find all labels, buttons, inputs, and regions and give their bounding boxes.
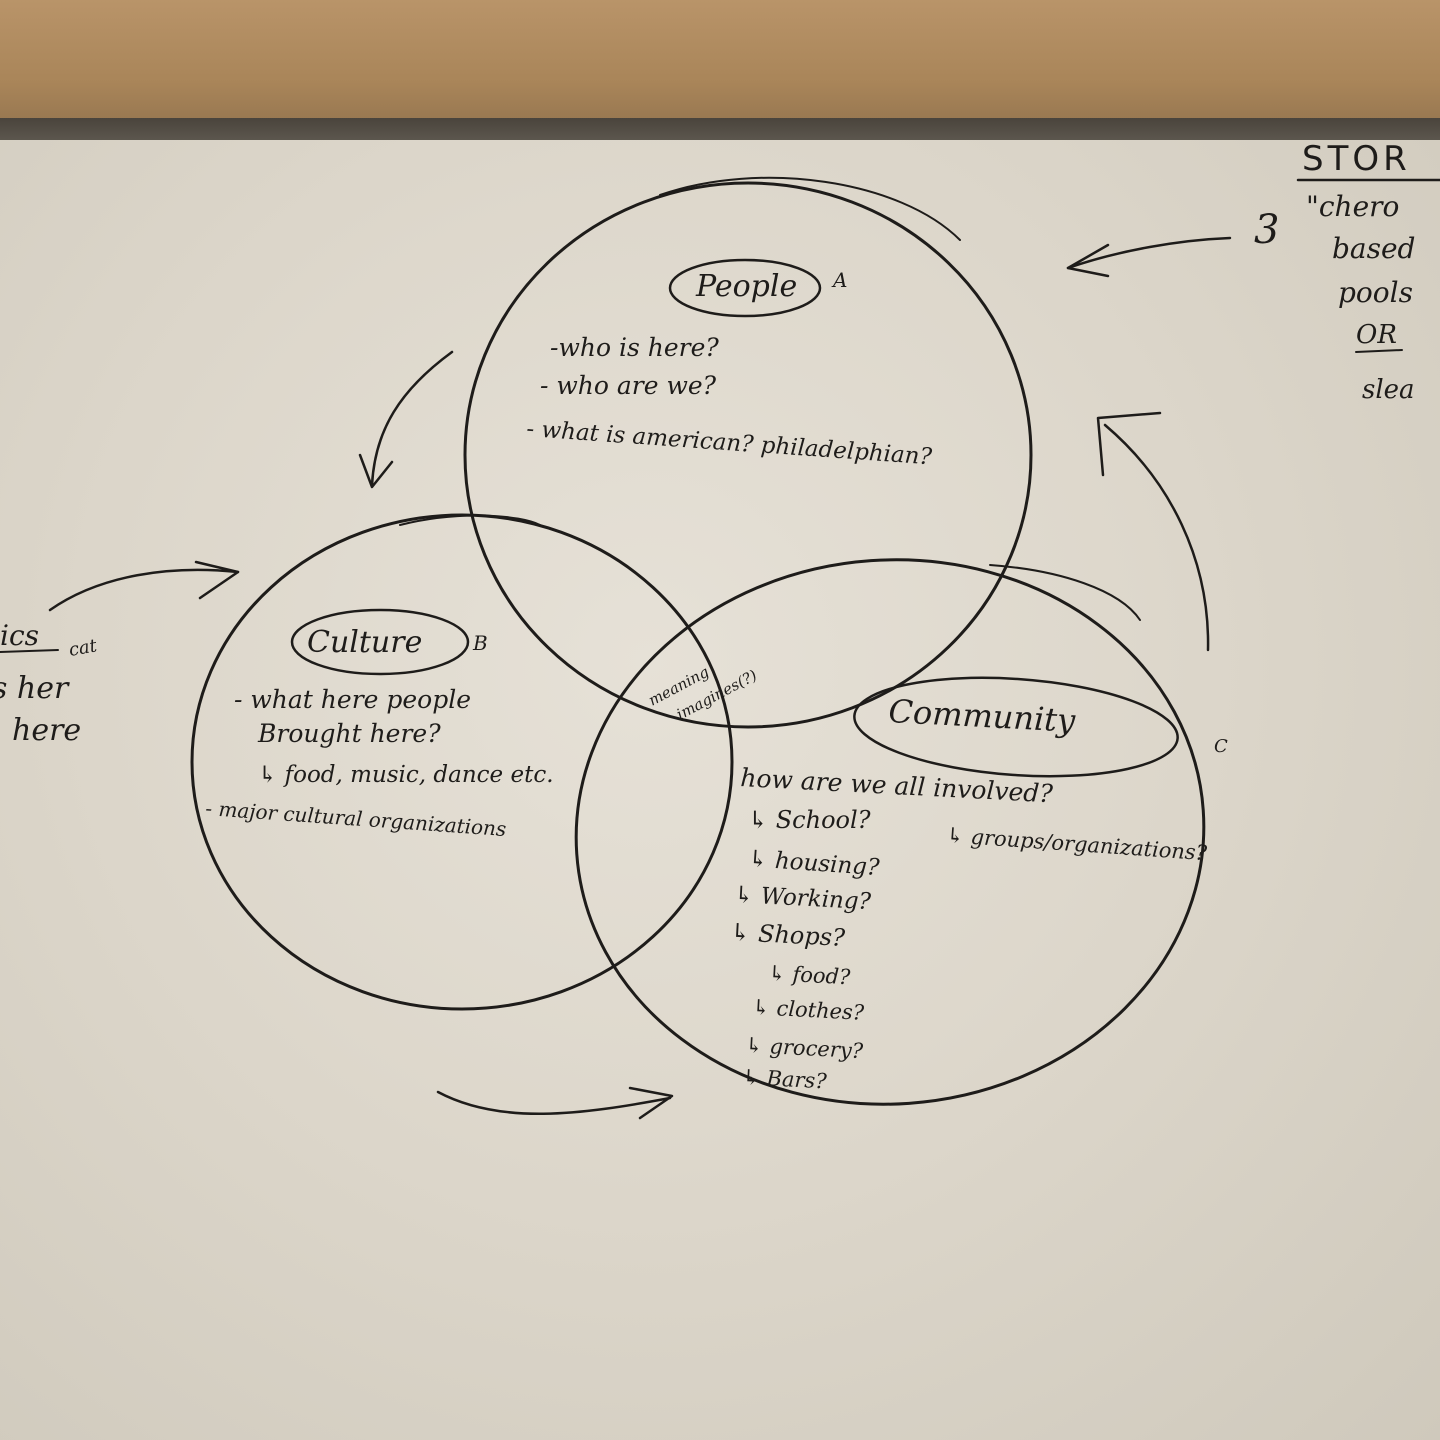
people-letter: A — [831, 268, 847, 292]
community-line-2: ↳ School? — [748, 806, 871, 834]
arrow-people-to-culture — [370, 350, 454, 487]
people-line-1: -who is here? — [550, 333, 719, 362]
culture-letter: B — [472, 631, 488, 655]
arrow-from-left-note — [48, 568, 240, 612]
culture-line-3: ↳ food, music, dance etc. — [258, 762, 554, 788]
right-note-line-2: based — [1332, 232, 1415, 265]
people-circle-overstroke — [659, 176, 961, 241]
right-note-line-1: "chero — [1306, 190, 1399, 223]
people-title: People — [695, 269, 797, 304]
community-line-6: ↳ Shops? — [730, 918, 846, 952]
right-note-line-5: slea — [1362, 375, 1415, 405]
culture-title: Culture — [307, 625, 422, 660]
arrow-community-to-people-head — [1096, 411, 1162, 477]
community-line-9: ↳ grocery? — [745, 1033, 865, 1063]
culture-line-2: Brought here? — [257, 719, 441, 748]
left-note-line-3: s her — [0, 671, 70, 706]
arrow-culture-to-community — [436, 1090, 672, 1115]
arrow-community-to-people — [1103, 423, 1210, 652]
people-line-2: - who are we? — [540, 371, 717, 400]
community-line-10: ↳ Bars? — [742, 1065, 828, 1093]
left-note-line-1: ics — [0, 619, 39, 652]
community-line-3: ↳ groups/organizations? — [946, 823, 1209, 865]
community-line-8: ↳ clothes? — [752, 995, 866, 1025]
community-circle-overstroke — [989, 564, 1141, 621]
culture-title-loop — [290, 608, 470, 676]
right-note-line-4: OR — [1356, 320, 1397, 350]
culture-line-1: - what here people — [234, 685, 471, 714]
culture-line-4: - major cultural organizations — [205, 796, 507, 841]
community-letter: C — [1214, 736, 1228, 757]
right-note-line-3: pools — [1338, 276, 1413, 309]
community-line-5: ↳ Working? — [734, 882, 873, 915]
arrow-culture-to-community-head — [628, 1086, 674, 1120]
right-note-number: 3 — [1254, 207, 1279, 253]
right-note-or-underline — [1355, 349, 1403, 353]
community-title: Community — [888, 692, 1077, 740]
community-line-7: ↳ food? — [768, 961, 852, 989]
community-line-1: how are we all involved? — [740, 763, 1054, 808]
left-note-line-2: cat — [67, 635, 99, 661]
community-title-loop — [853, 676, 1179, 778]
left-note-line-4: here — [12, 713, 81, 748]
arrow-from-left-note-head — [194, 560, 240, 600]
right-note-heading: STOR — [1302, 139, 1411, 179]
arrow-people-to-culture-head — [358, 453, 394, 489]
arrow-from-right-note — [1066, 236, 1232, 270]
culture-circle-overstroke — [399, 514, 541, 526]
community-circle — [574, 558, 1206, 1106]
community-line-4: ↳ housing? — [748, 846, 881, 881]
arrow-from-right-note-head — [1066, 243, 1110, 278]
people-title-loop — [668, 258, 822, 318]
people-circle — [463, 181, 1033, 729]
people-line-3: - what is american? philadelphian? — [526, 416, 934, 470]
left-note-underline — [0, 649, 59, 653]
